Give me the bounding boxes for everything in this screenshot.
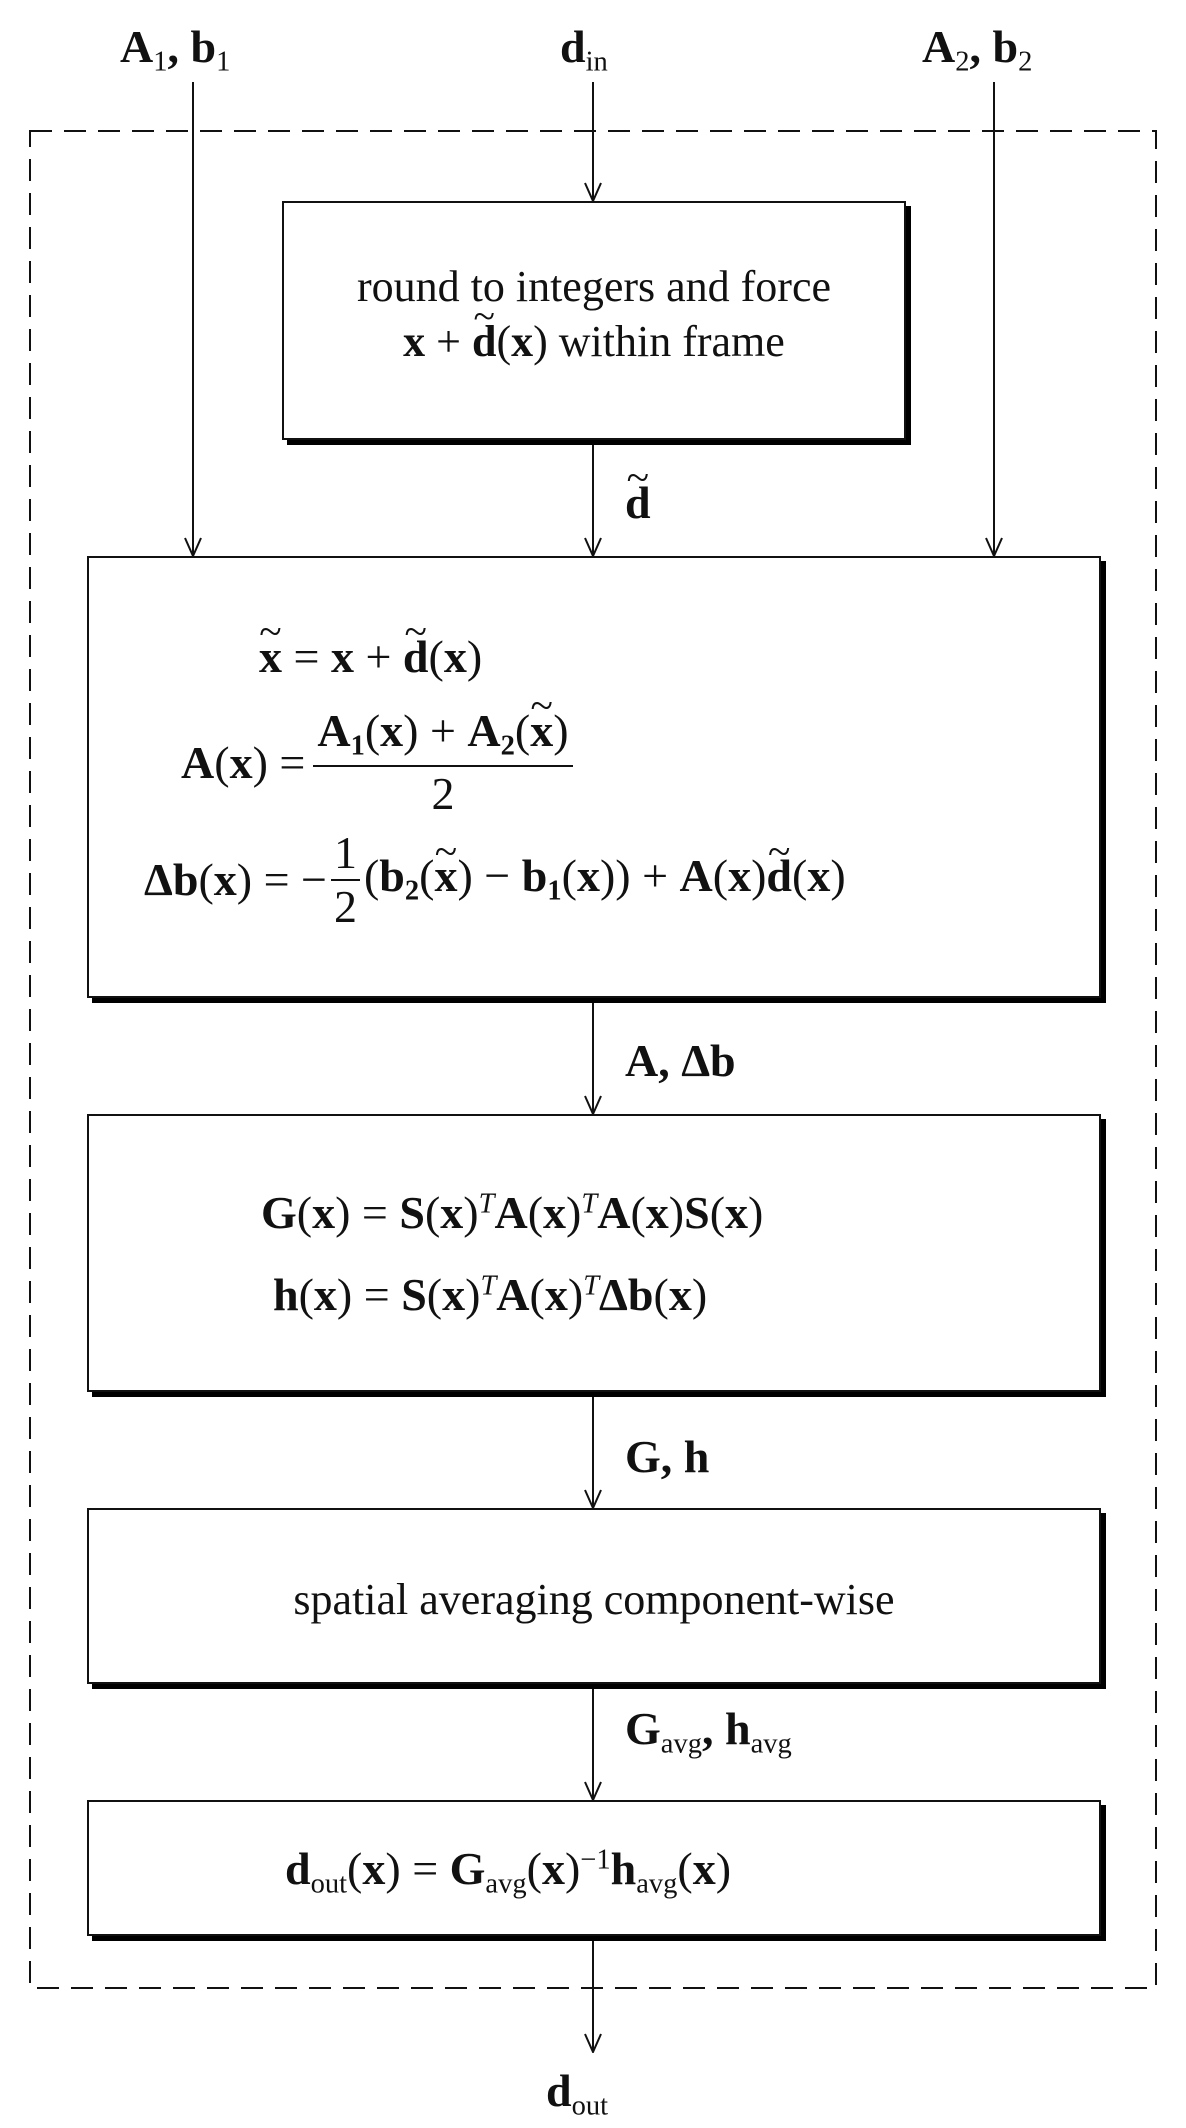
input-label-center: din (560, 21, 608, 78)
box1-line1: round to integers and force (356, 262, 832, 311)
arrow-label-A-db: A, Δb (625, 1035, 736, 1086)
input-left-text: A1, b1 (120, 21, 231, 78)
box-compute-G-h: G(x) = S(x)TA(x)TA(x)S(x) h(x) = S(x)TA(… (87, 1114, 1101, 1392)
box-round-integers: round to integers and force x + d(x) wit… (282, 201, 906, 440)
arrow-label-G-h: G, h (625, 1431, 710, 1482)
output-label: dout (546, 2065, 609, 2122)
box-compute-A-db: x = x + d(x) A(x) = A1(x) + A2(x) 2 Δb(x… (87, 556, 1101, 998)
eq-delta-b: Δb(x) = − 12 (b2(x) − b1(x)) + A(x)d(x) (144, 830, 846, 930)
box4-text: spatial averaging component-wise (293, 1575, 895, 1624)
box-d-out: dout(x) = Gavg(x)−1havg(x) (87, 1800, 1101, 1936)
eq-A-avg: A(x) = A1(x) + A2(x) 2 (181, 707, 581, 817)
input-label-left: A1, b1 (120, 24, 230, 77)
box-spatial-averaging: spatial averaging component-wise (87, 1508, 1101, 1684)
eq-x-tilde: x = x + d(x) (259, 634, 482, 680)
eq-d-out: dout(x) = Gavg(x)−1havg(x) (285, 1843, 732, 1900)
arrow-label-G-h-avg: Gavg, havg (625, 1703, 792, 1760)
box1-line2: x + d(x) within frame (284, 314, 904, 369)
eq-G: G(x) = S(x)TA(x)TA(x)S(x) (261, 1187, 764, 1238)
input-label-right: A2, b2 (922, 21, 1033, 78)
eq-h: h(x) = S(x)TA(x)TΔb(x) (273, 1269, 708, 1320)
arrow-label-d-tilde: d (625, 480, 651, 526)
